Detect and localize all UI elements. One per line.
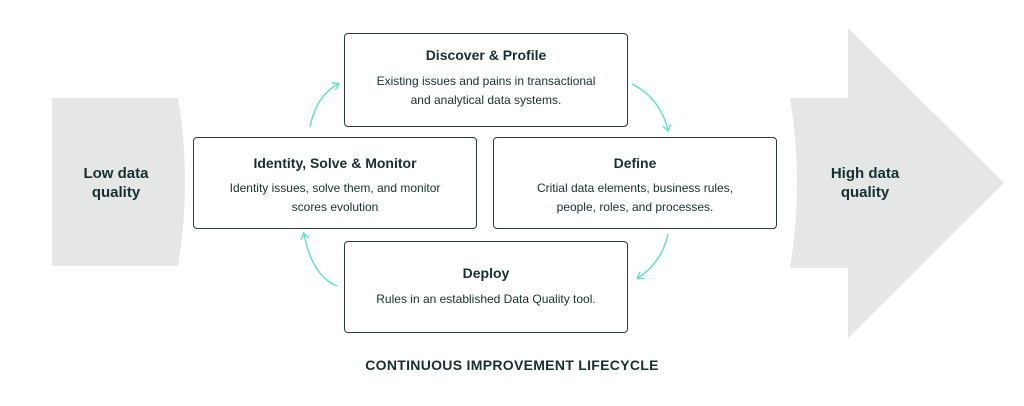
deploy-card: Deploy Rules in an established Data Qual… [344,241,628,333]
deploy-title: Deploy [462,265,510,281]
connector-arrow-to-define [631,83,672,133]
low-quality-label-line2: quality [91,184,141,201]
identity-desc-line1: Identity issues, solve them, and monitor [229,181,441,195]
discover-profile-title: Discover & Profile [425,47,547,63]
high-quality-label: High data quality [800,164,930,202]
high-quality-arrow-shape [790,28,1004,338]
discover-profile-card: Discover & Profile Existing issues and p… [344,33,628,127]
identity-solve-monitor-title: Identity, Solve & Monitor [253,155,417,171]
define-description: Critial data elements, business rules, p… [494,179,776,217]
low-quality-label-line1: Low data [83,165,149,182]
deploy-description: Rules in an established Data Quality too… [345,290,627,309]
discover-profile-description: Existing issues and pains in transaction… [345,72,627,110]
lifecycle-caption: CONTINUOUS IMPROVEMENT LIFECYCLE [365,357,659,373]
identity-solve-monitor-description: Identity issues, solve them, and monitor… [194,179,476,217]
connector-arrow-to-deploy [636,233,669,280]
identity-solve-monitor-card: Identity, Solve & Monitor Identity issue… [193,137,477,229]
discover-profile-desc-line1: Existing issues and pains in transaction… [376,74,596,88]
connector-arrow-to-identity [300,231,338,287]
low-quality-label: Low data quality [52,164,180,202]
define-title: Define [613,155,657,171]
define-card: Define Critial data elements, business r… [493,137,777,229]
low-quality-shape [52,98,185,266]
deploy-desc-line1: Rules in an established Data Quality too… [376,292,596,306]
connector-arrow-to-discover [309,82,340,128]
identity-desc-line2: scores evolution [291,200,379,214]
discover-profile-desc-line2: and analytical data systems. [410,93,562,107]
high-quality-label-line2: quality [840,184,890,201]
define-desc-line1: Critial data elements, business rules, [536,181,734,195]
define-desc-line2: people, roles, and processes. [556,200,714,214]
high-quality-label-line1: High data [830,165,900,182]
